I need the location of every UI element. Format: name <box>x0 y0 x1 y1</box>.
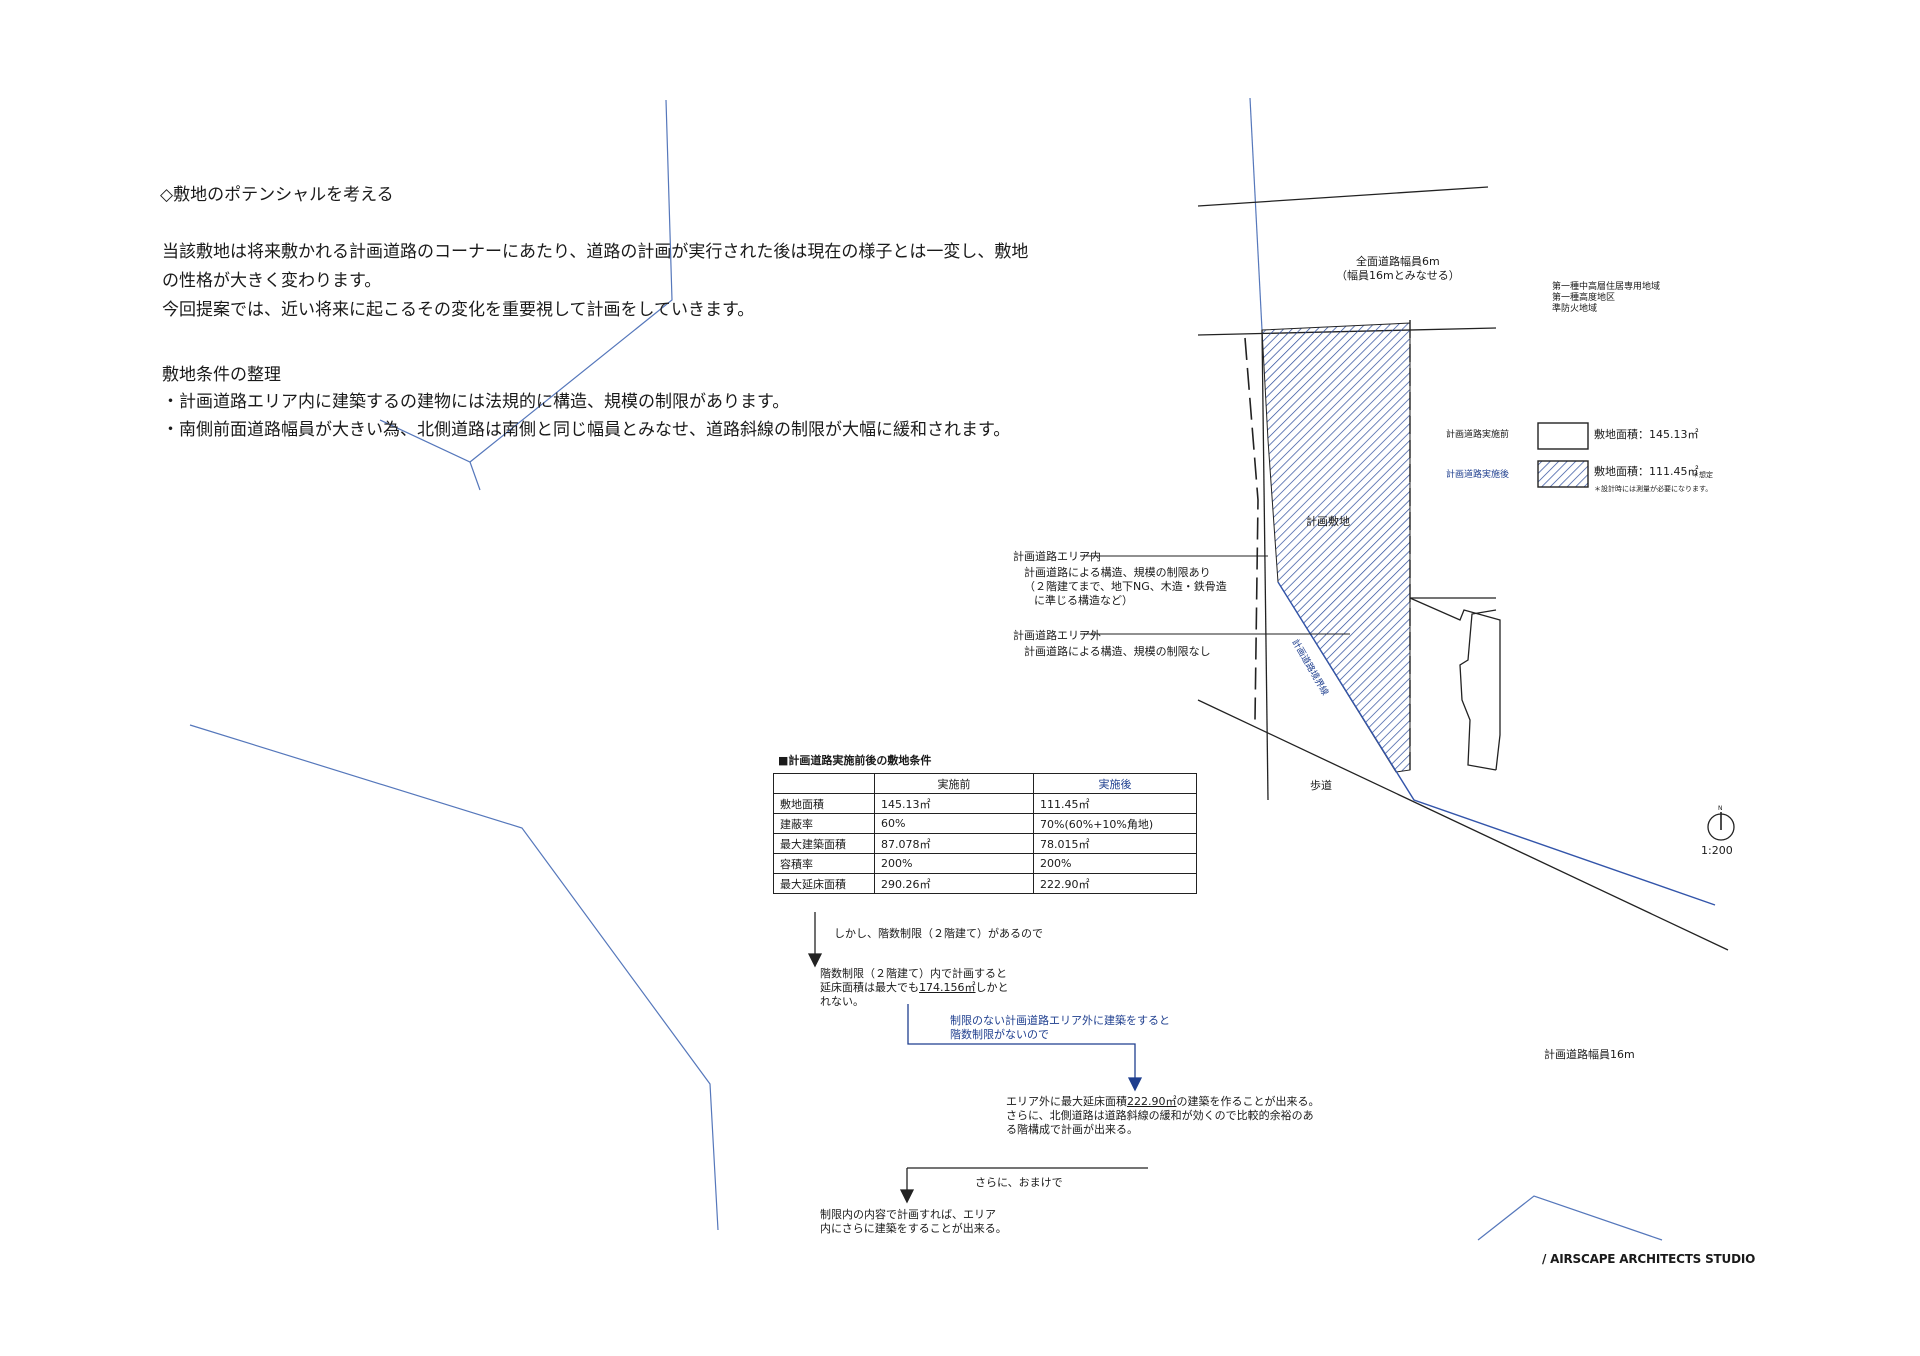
flow-box-2: エリア外に最大延床面積222.90㎡の建築を作ることが出来る。 さらに、北側道路… <box>1006 1095 1320 1136</box>
table-row: 最大延床面積 290.26㎡ 222.90㎡ <box>773 873 1197 894</box>
north-road-label: 全面道路幅員6m （幅員16mとみなせる） <box>1336 255 1460 282</box>
intro-title: ◇敷地のポテンシャルを考える <box>160 185 394 205</box>
intro-line: 今回提案では、近い将来に起こるその変化を重要視して計画をしていきます。 <box>162 300 755 320</box>
table-row: 最大建築面積 87.078㎡ 78.015㎡ <box>773 833 1197 854</box>
intro-line: 当該敷地は将来敷かれる計画道路のコーナーにあたり、道路の計画が実行された後は現在… <box>162 242 1029 262</box>
legend-after-mark: ＊想定 <box>1692 471 1713 479</box>
flow-arrows <box>807 912 1148 1204</box>
flow-note-1: しかし、階数制限（２階建て）があるので <box>834 927 1043 940</box>
area-inside-desc: 計画道路による構造、規模の制限あり （２階建てまで、地下NG、木造・鉄骨造 に準… <box>1024 566 1227 607</box>
legend-box-after <box>1537 460 1589 488</box>
table-row: 建蔽率 60% 70%(60%+10%角地) <box>773 813 1197 834</box>
site-conditions-table: 実施前 実施後 敷地面積 145.13㎡ 111.45㎡ 建蔽率 60% 70%… <box>773 773 1197 894</box>
legend-before-area: 敷地面積：145.13㎡ <box>1594 428 1699 441</box>
table-header-cell <box>773 773 875 794</box>
intro-line: の性格が大きく変わります。 <box>162 271 382 291</box>
flow-arrow-blue <box>907 1004 1143 1092</box>
north-letter: N <box>1718 805 1723 812</box>
scale-label: 1:200 <box>1701 844 1733 857</box>
legend-after-label: 計画道路実施後 <box>1446 470 1510 480</box>
dashed-boundary <box>1244 337 1259 721</box>
zoning-label: 第一種中高層住居専用地域 第一種高度地区 準防火地域 <box>1552 282 1661 314</box>
north-arrow-icon <box>1707 812 1735 841</box>
flow-note-2: 制限のない計画道路エリア外に建築をすると 階数制限がないので <box>950 1014 1170 1041</box>
area-outside-desc: 計画道路による構造、規模の制限なし <box>1024 645 1211 658</box>
condition-item: ・計画道路エリア内に建築するの建物には法規的に構造、規模の制限があります。 <box>162 392 790 412</box>
legend-after-area: 敷地面積：111.45㎡ <box>1594 465 1699 478</box>
legend-box-before <box>1537 422 1589 450</box>
conditions-list: ・計画道路エリア内に建築するの建物には法規的に構造、規模の制限があります。 ・南… <box>162 388 1010 444</box>
studio-credit: / AIRSCAPE ARCHITECTS STUDIO <box>1542 1252 1756 1266</box>
table-row: 容積率 200% 200% <box>773 853 1197 874</box>
sidewalk-label: 歩道 <box>1310 779 1332 792</box>
area-outside-title: 計画道路エリア外 <box>1013 629 1101 642</box>
condition-item: ・南側前面道路幅員が大きい為、北側道路は南側と同じ幅員とみなせ、道路斜線の制限が… <box>162 420 1011 440</box>
table-header-cell: 実施前 <box>874 773 1034 794</box>
flow-box-1: 階数制限（２階建て）内で計画すると 延床面積は最大でも174.156㎡しかと れ… <box>820 967 1009 1008</box>
table-row: 敷地面積 145.13㎡ 111.45㎡ <box>773 793 1197 814</box>
legend-before-label: 計画道路実施前 <box>1446 430 1510 440</box>
table-title: ■計画道路実施前後の敷地条件 <box>778 754 932 767</box>
south-road-label: 計画道路幅員16m <box>1544 1048 1635 1061</box>
conditions-heading: 敷地条件の整理 <box>162 365 281 385</box>
table-header-cell: 実施後 <box>1033 773 1197 794</box>
flow-box-3: 制限内の内容で計画すれば、エリア 内にさらに建築をすることが出来る。 <box>820 1208 1007 1235</box>
table-header-row: 実施前 実施後 <box>773 773 1197 794</box>
legend-after-note: ＊設計時には測量が必要になります。 <box>1594 485 1713 493</box>
flow-note-3: さらに、おまけで <box>975 1176 1063 1189</box>
intro-paragraph: 当該敷地は将来敷かれる計画道路のコーナーにあたり、道路の計画が実行された後は現在… <box>162 238 1092 325</box>
site-label: 計画敷地 <box>1306 515 1350 528</box>
guide-lines <box>189 97 1663 1241</box>
hatched-site <box>1261 322 1411 773</box>
area-inside-title: 計画道路エリア内 <box>1013 550 1101 563</box>
road-boundary-line <box>1277 581 1716 906</box>
